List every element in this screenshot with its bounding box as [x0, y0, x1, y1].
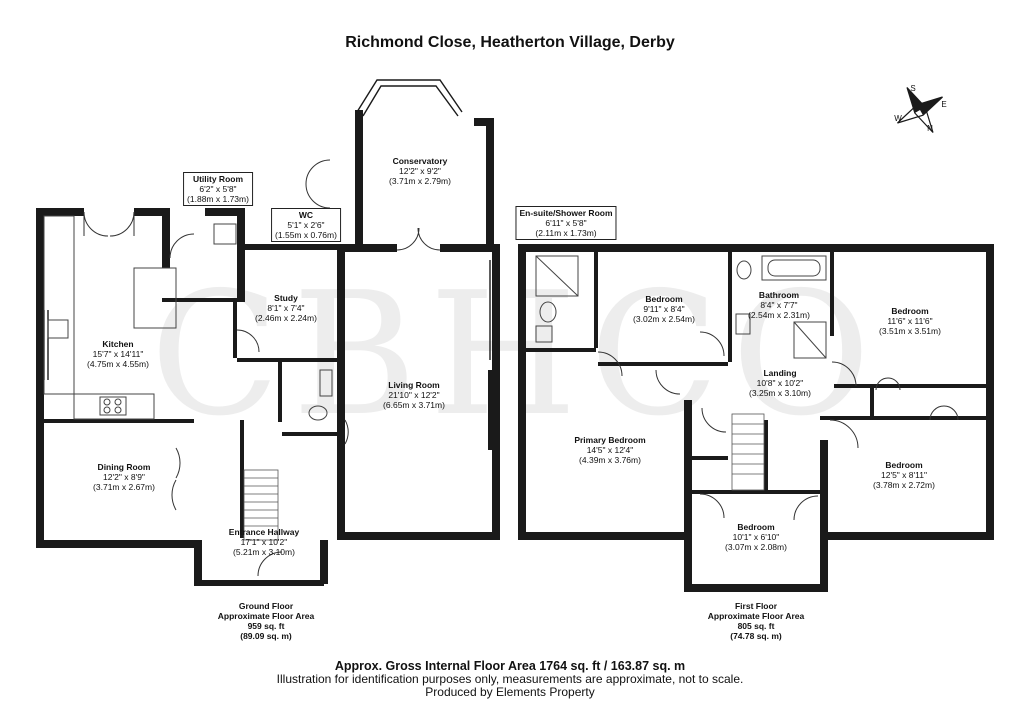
room-label-primary-bedroom: Primary Bedroom 14'5" x 12'4" (4.39m x 3… — [574, 435, 646, 465]
gross-internal-area: Approx. Gross Internal Floor Area 1764 s… — [334, 659, 686, 673]
compass-e: E — [941, 100, 947, 109]
room-label-bedroom-right: Bedroom 11'6" x 11'6" (3.51m x 3.51m) — [879, 306, 941, 336]
room-label-study: Study 8'1" x 7'4" (2.46m x 2.24m) — [255, 293, 317, 323]
summary-footer: Approx. Gross Internal Floor Area 1764 s… — [0, 660, 1020, 699]
first-floor-area: First Floor Approximate Floor Area 805 s… — [707, 601, 805, 641]
room-label-hallway: Entrance Hallway 17'1" x 10'2" (5.21m x … — [228, 527, 300, 557]
room-label-utility: Utility Room 6'2" x 5'8" (1.88m x 1.73m) — [183, 172, 253, 206]
first-floor-fixtures — [535, 255, 827, 359]
first-floor-doors — [597, 331, 959, 521]
first-floor-stairs — [731, 413, 765, 491]
compass-n: N — [927, 124, 933, 133]
kitchen-units — [43, 215, 177, 420]
room-label-conservatory: Conservatory 12'2" x 9'2" (3.71m x 2.79m… — [389, 156, 451, 186]
producer-credit: Produced by Elements Property — [425, 685, 595, 699]
room-label-bedroom-lower: Bedroom 12'5" x 8'11" (3.78m x 2.72m) — [873, 460, 935, 490]
compass-icon — [897, 87, 943, 133]
room-label-landing: Landing 10'8" x 10'2" (3.25m x 3.10m) — [749, 368, 811, 398]
ground-floor-doors — [83, 159, 441, 577]
room-label-dining: Dining Room 12'2" x 8'9" (3.71m x 2.67m) — [93, 462, 155, 492]
first-floor-windows — [519, 245, 950, 589]
ground-floor-area: Ground Floor Approximate Floor Area 959 … — [217, 601, 315, 641]
room-label-kitchen: Kitchen 15'7" x 14'11" (4.75m x 4.55m) — [87, 339, 149, 369]
room-label-bathroom: Bathroom 8'4" x 7'7" (2.54m x 2.31m) — [748, 290, 810, 320]
compass-w: W — [894, 114, 902, 123]
compass-s: S — [910, 84, 916, 93]
ground-stairs — [243, 469, 279, 541]
disclaimer: Illustration for identification purposes… — [276, 672, 744, 686]
wc-fixtures — [213, 223, 333, 421]
page-title: Richmond Close, Heatherton Village, Derb… — [345, 34, 675, 51]
room-label-bedroom-small: Bedroom 9'11" x 8'4" (3.02m x 2.54m) — [633, 294, 695, 324]
room-label-living: Living Room 21'10" x 12'2" (6.65m x 3.71… — [383, 380, 445, 410]
room-label-ensuite: En-suite/Shower Room 6'11" x 5'8" (2.11m… — [515, 206, 617, 240]
room-label-bedroom-bottom: Bedroom 10'1" x 6'10" (3.07m x 2.08m) — [725, 522, 787, 552]
room-label-wc: WC 5'1" x 2'6" (1.55m x 0.76m) — [271, 208, 341, 242]
